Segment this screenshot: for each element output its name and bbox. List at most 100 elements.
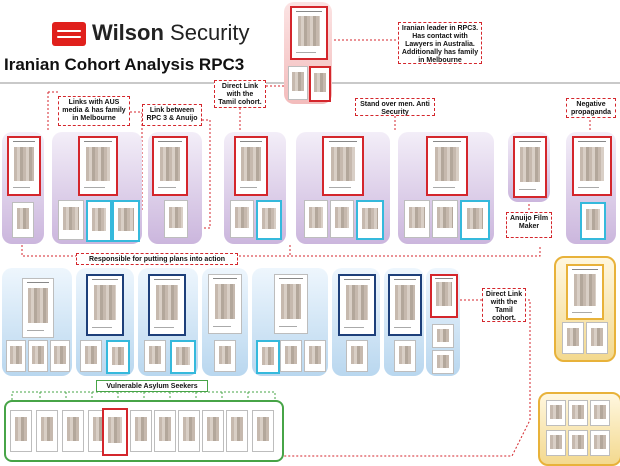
profile-card[interactable]: [432, 200, 458, 238]
profile-card[interactable]: [590, 430, 610, 456]
cohort-group: [508, 132, 550, 202]
profile-card[interactable]: [214, 340, 236, 372]
profile-card[interactable]: [430, 274, 458, 318]
note-direct-link-top: Direct Link with the Tamil cohort.: [214, 80, 266, 108]
profile-card[interactable]: [562, 322, 584, 354]
profile-card[interactable]: [6, 340, 26, 372]
profile-card[interactable]: [10, 410, 32, 452]
label-vulnerable: Vulnerable Asylum Seekers: [96, 380, 208, 392]
profile-card[interactable]: [304, 200, 328, 238]
cohort-group: [224, 132, 286, 244]
profile-card[interactable]: [322, 136, 364, 196]
profile-card[interactable]: [274, 274, 308, 334]
profile-card[interactable]: [309, 66, 331, 102]
profile-card[interactable]: [513, 136, 547, 198]
note-negative-propaganda: Negative propaganda: [566, 98, 616, 118]
profile-card[interactable]: [106, 340, 130, 374]
profile-card[interactable]: [586, 322, 608, 354]
profile-card[interactable]: [178, 410, 200, 452]
profile-card[interactable]: [112, 200, 140, 242]
cohort-group: [384, 268, 424, 376]
profile-card[interactable]: [404, 200, 430, 238]
profile-card[interactable]: [256, 340, 280, 374]
profile-card[interactable]: [460, 200, 490, 240]
cohort-group: [332, 268, 380, 376]
cohort-group: [566, 132, 616, 244]
note-stand-over: Stand over men. Anti Security: [355, 98, 435, 116]
profile-card[interactable]: [230, 200, 254, 238]
profile-card[interactable]: [86, 200, 112, 242]
cohort-group: [252, 268, 328, 376]
profile-card[interactable]: [58, 200, 84, 240]
note-link-rpc3-anuijo: Link between RPC 3 & Anuijo: [142, 104, 202, 126]
profile-card[interactable]: [202, 410, 224, 452]
profile-card[interactable]: [338, 274, 376, 336]
cohort-group: [76, 268, 134, 376]
profile-card[interactable]: [432, 324, 454, 348]
profile-card[interactable]: [388, 274, 422, 336]
profile-card[interactable]: [546, 430, 566, 456]
profile-card[interactable]: [426, 136, 468, 196]
profile-card[interactable]: [208, 274, 242, 334]
profile-card[interactable]: [288, 66, 308, 100]
profile-card[interactable]: [152, 136, 188, 196]
cohort-group: [202, 268, 248, 376]
wilson-logo-icon: [52, 22, 86, 46]
brand-name: Wilson Security: [92, 20, 250, 45]
profile-card[interactable]: [62, 410, 84, 452]
profile-card[interactable]: [154, 410, 176, 452]
profile-card[interactable]: [546, 400, 566, 426]
profile-card[interactable]: [28, 340, 48, 372]
profile-card[interactable]: [148, 274, 186, 336]
cohort-group: [2, 268, 72, 376]
profile-card[interactable]: [12, 202, 34, 238]
note-anuijo-film-maker: Anuijo Film Maker: [506, 212, 552, 238]
note-iranian-leader: Iranian leader in RPC3. Has contact with…: [398, 22, 482, 64]
profile-card[interactable]: [590, 400, 610, 426]
cohort-group: [398, 132, 494, 244]
profile-card[interactable]: [7, 136, 41, 196]
leader-group: [284, 2, 332, 104]
profile-card[interactable]: [78, 136, 118, 196]
note-links-aus-media: Links with AUS media & has family in Mel…: [58, 96, 130, 126]
cohort-group: [52, 132, 142, 244]
cohort-group: [2, 132, 44, 244]
cohort-group: [296, 132, 390, 244]
tamil-group: [554, 256, 616, 362]
profile-card[interactable]: [226, 410, 248, 452]
profile-card[interactable]: [580, 202, 606, 240]
profile-card[interactable]: [290, 6, 328, 60]
cohort-group: [138, 268, 198, 376]
profile-card[interactable]: [144, 340, 166, 372]
profile-card[interactable]: [36, 410, 58, 452]
profile-card[interactable]: [80, 340, 102, 372]
profile-card[interactable]: [256, 200, 282, 240]
profile-card[interactable]: [568, 400, 588, 426]
cohort-group: [148, 132, 202, 244]
profile-card[interactable]: [572, 136, 612, 196]
vulnerable-group: [4, 400, 284, 462]
profile-card[interactable]: [566, 264, 604, 320]
profile-card[interactable]: [252, 410, 274, 452]
profile-card[interactable]: [432, 350, 454, 374]
note-responsible: Responsible for putting plans into actio…: [76, 253, 238, 265]
cohort-group: [426, 268, 460, 376]
profile-card[interactable]: [86, 274, 124, 336]
profile-card[interactable]: [346, 340, 368, 372]
profile-card[interactable]: [50, 340, 70, 372]
profile-card[interactable]: [234, 136, 268, 196]
note-direct-link-right: Direct Link with the Tamil cohort.: [482, 288, 526, 322]
profile-card[interactable]: [280, 340, 302, 372]
page-title: Iranian Cohort Analysis RPC3: [4, 55, 245, 74]
profile-card[interactable]: [330, 200, 354, 238]
profile-card[interactable]: [22, 278, 54, 338]
profile-card[interactable]: [356, 200, 384, 240]
profile-card[interactable]: [130, 410, 152, 452]
profile-card[interactable]: [394, 340, 416, 372]
profile-card[interactable]: [164, 200, 188, 238]
profile-card[interactable]: [102, 408, 128, 456]
profile-card[interactable]: [170, 340, 196, 374]
profile-card[interactable]: [568, 430, 588, 456]
tamil-group-lower: [538, 392, 620, 466]
profile-card[interactable]: [304, 340, 326, 372]
